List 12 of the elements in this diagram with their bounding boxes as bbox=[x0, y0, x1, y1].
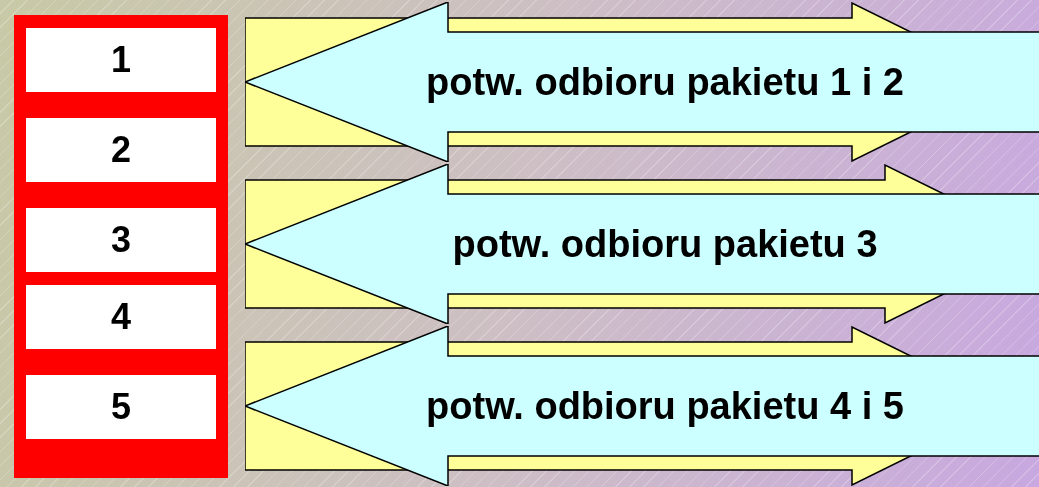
box-number: 3 bbox=[111, 219, 131, 261]
crossed-arrows bbox=[245, 326, 1039, 486]
frame-panel bbox=[14, 15, 228, 478]
crossed-arrows bbox=[245, 2, 1039, 162]
arrow-label: potw. odbioru pakietu 1 i 2 bbox=[426, 60, 904, 104]
box-number: 4 bbox=[111, 296, 131, 338]
arrow-label: potw. odbioru pakietu 4 i 5 bbox=[426, 384, 904, 428]
box-number: 1 bbox=[111, 39, 131, 81]
arrow-label: potw. odbioru pakietu 3 bbox=[452, 222, 878, 266]
box-number: 2 bbox=[111, 129, 131, 171]
crossed-arrows bbox=[245, 164, 1039, 324]
box-number: 5 bbox=[111, 386, 131, 428]
